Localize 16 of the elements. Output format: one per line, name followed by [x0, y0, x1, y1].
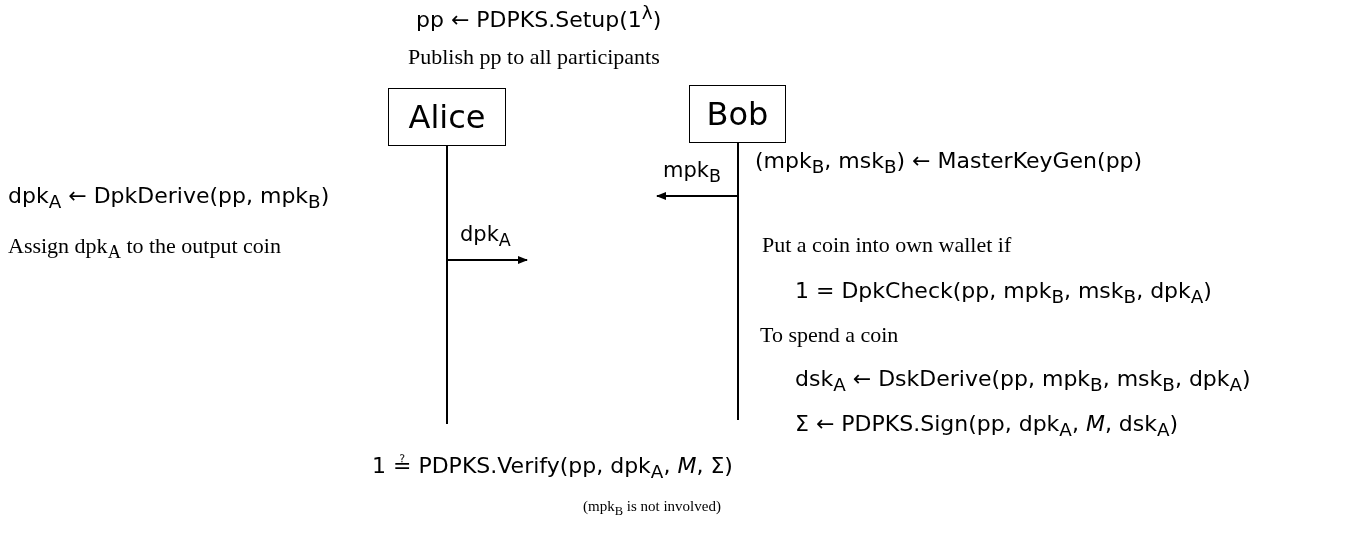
note-text: Assign dpk$_{A}$ to the output coin: [8, 233, 281, 264]
note-text: To spend a coin: [760, 322, 899, 348]
formula-text: 1 = DpkCheck(pp, mpk$_{B}$, msk$_{B}$, dpk$_{A}$): [795, 278, 1212, 308]
formula-text: dpk$_{A}$ ← DpkDerive(pp, mpk$_{B}$): [8, 183, 330, 213]
participant-box: Alice: [388, 88, 506, 146]
participant-box: Bob: [689, 85, 786, 143]
note-text: Put a coin into own wallet if: [762, 232, 1012, 258]
formula-text: 1 ≟ PDPKS.Verify(pp, dpk$_{A}$, M, Σ): [372, 453, 733, 483]
note-text: (mpk$_{B}$ is not involved): [583, 498, 721, 519]
arrow: [656, 192, 739, 200]
arrow: [446, 256, 528, 264]
formula-text: Σ ← PDPKS.Sign(pp, dpk$_{A}$, M, dsk$_{A}$): [795, 411, 1179, 441]
formula-text: (mpk$_{B}$, msk$_{B}$) ← MasterKeyGen(pp): [755, 148, 1143, 178]
formula-text: dsk$_{A}$ ← DskDerive(pp, mpk$_{B}$, msk$_{B}$, dpk$_{A}$): [795, 366, 1251, 396]
formula-text: pp ← PDPKS.Setup(1$^{λ}$): [416, 2, 662, 33]
note-text: Publish pp to all participants: [408, 44, 660, 70]
